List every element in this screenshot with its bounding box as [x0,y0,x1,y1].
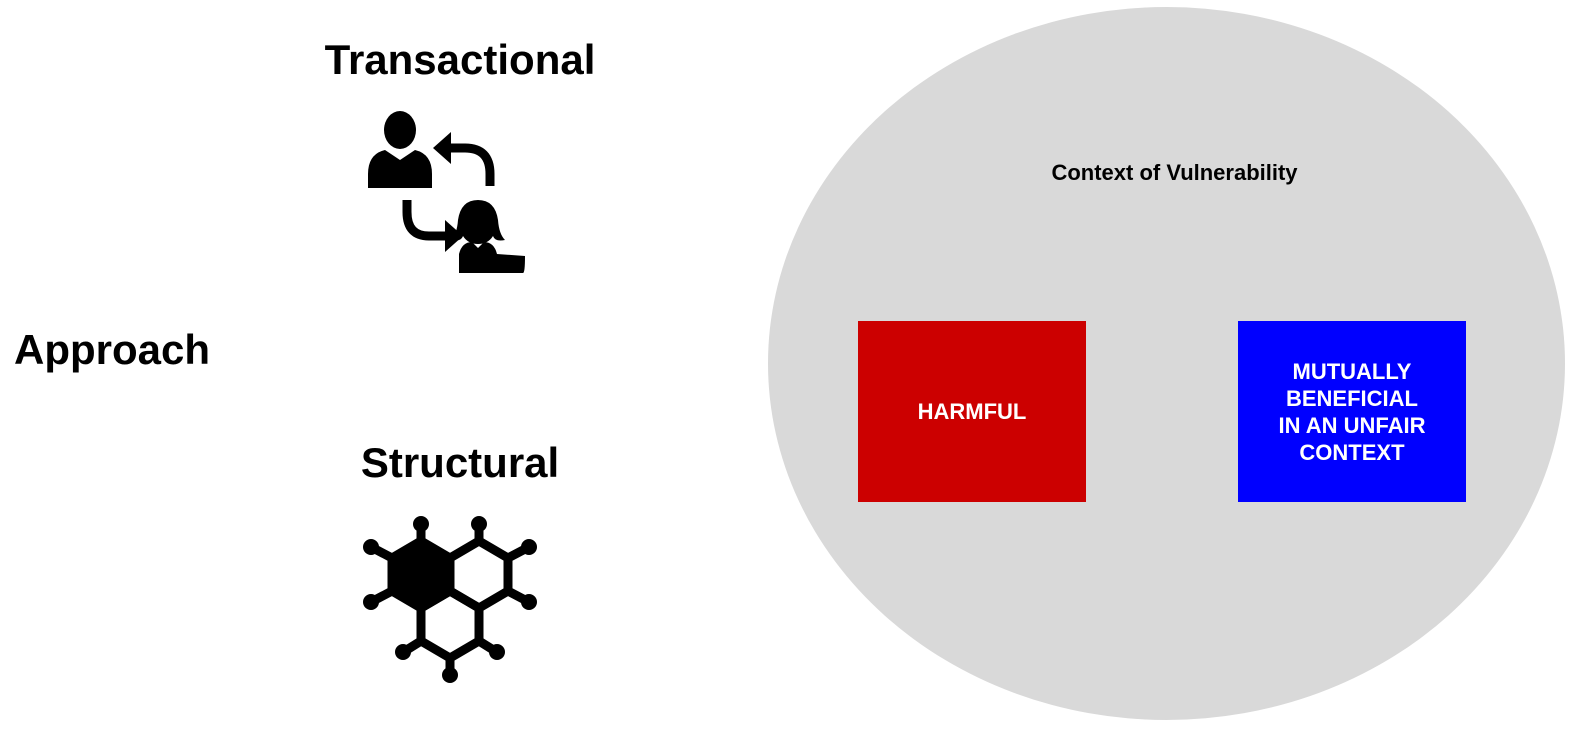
structural-label: Structural [360,439,560,486]
harmful-box: HARMFUL [858,321,1086,502]
approach-label: Approach [14,326,211,373]
context-label: Context of Vulnerability [1051,160,1298,185]
person-exchange-icon [368,111,525,273]
mutually-beneficial-label: MUTUALLY BENEFICIAL IN AN UNFAIR CONTEXT [1278,358,1426,465]
molecule-network-icon [363,516,537,683]
harmful-label: HARMFUL [917,399,1027,424]
transactional-label: Transactional [324,36,596,83]
mutually-beneficial-box: MUTUALLY BENEFICIAL IN AN UNFAIR CONTEXT [1238,321,1466,502]
